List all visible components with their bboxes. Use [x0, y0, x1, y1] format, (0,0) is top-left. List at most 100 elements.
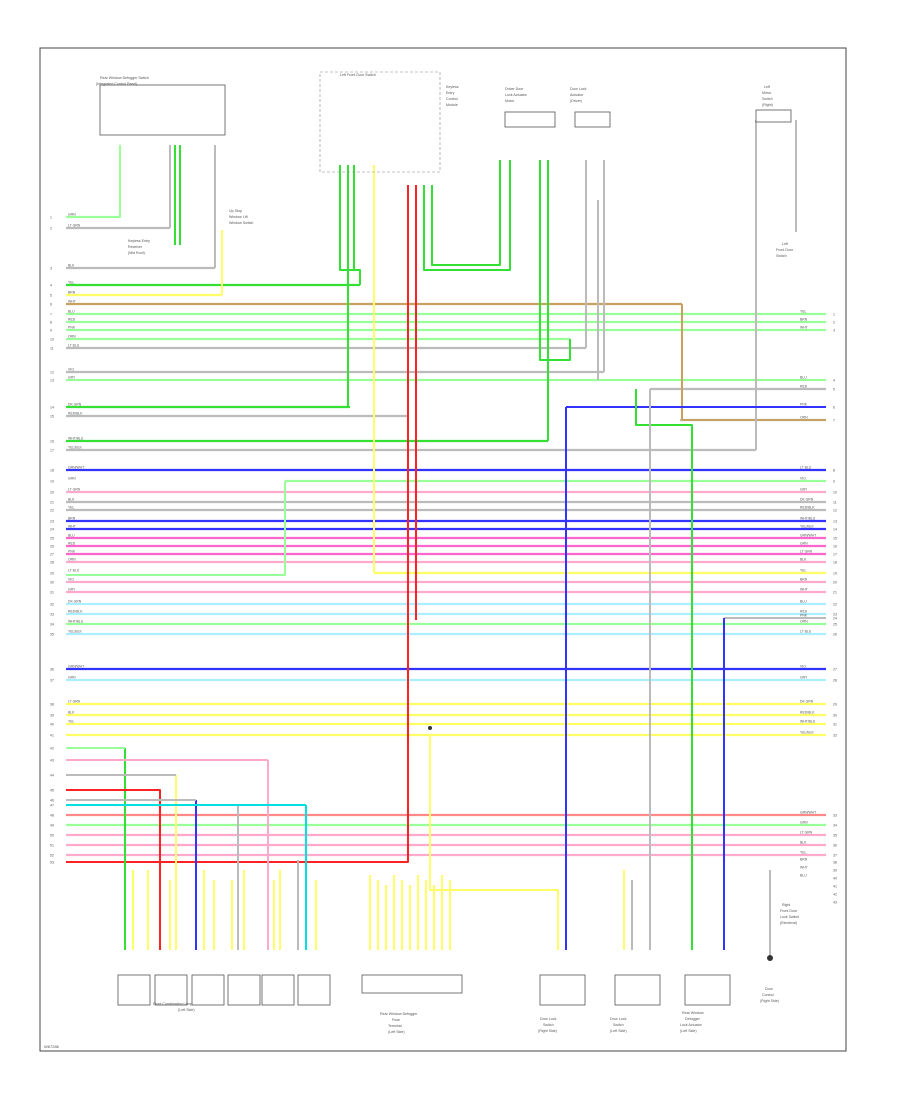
pin-number-left: 10 — [50, 338, 54, 342]
switch-housing — [319, 71, 441, 173]
pin-number-right: 5 — [833, 388, 835, 392]
bottom-label-8: Switch — [543, 1023, 554, 1027]
bottom-label-15: Lock Actuator — [680, 1023, 703, 1027]
center-block-label-4: Module — [446, 103, 458, 107]
pin-number-left: 4 — [50, 284, 52, 288]
small-label-3: Window Switch — [229, 221, 253, 225]
bottom-label-12: (Left Side) — [610, 1029, 627, 1033]
wire-color-tag: YEL — [68, 281, 75, 285]
wire-color-tag: RED/BLK — [68, 610, 83, 614]
wire-color-tag: ORN — [800, 416, 808, 420]
pin-number-right: 26 — [833, 633, 837, 637]
door-label-1: Door Lock — [570, 87, 587, 91]
wire — [66, 145, 121, 218]
receiver-label-1: Keyless Entry — [128, 239, 150, 243]
small-label-2: Window Lift — [229, 215, 248, 219]
pin-number-left: 19 — [50, 480, 54, 484]
wire-color-tag: WHT/BLU — [800, 517, 816, 521]
pin-number-left: 1 — [50, 216, 52, 220]
connector-5 — [261, 974, 295, 1006]
wire-color-tag: GRY — [68, 376, 76, 380]
wire — [539, 160, 571, 361]
pin-number-left: 39 — [50, 714, 54, 718]
wire-color-tag: YEL/BLK — [68, 630, 82, 634]
pin-number-left: 31 — [50, 591, 54, 595]
bottom-label-13: Rear Window — [682, 1011, 704, 1015]
wire-color-tag: WHT/BLU — [68, 437, 84, 441]
door-switch-right — [539, 974, 586, 1006]
wire-color-tag: BRN — [800, 858, 808, 862]
pin-number-left: 13 — [50, 379, 54, 383]
receiver-label-3: (Mid Roof) — [128, 251, 145, 255]
wire-color-tag: LT GRN — [68, 488, 81, 492]
pin-number-left: 52 — [50, 854, 54, 858]
bottom-label-1: Front Combination Lamp — [153, 1002, 193, 1006]
wire-layer — [66, 120, 826, 955]
pin-number-right: 29 — [833, 703, 837, 707]
pin-number-left: 22 — [50, 509, 54, 513]
pin-number-right: 7 — [833, 419, 835, 423]
wire-color-tag: RED/BLK — [800, 506, 815, 510]
pin-number-right: 22 — [833, 603, 837, 607]
wire-color-tag: GRN/WHT — [800, 534, 816, 538]
wire-color-tag: VIO — [800, 477, 806, 481]
pin-number-left: 18 — [50, 469, 54, 473]
pin-number-left: 7 — [50, 313, 52, 317]
pin-number-right: 25 — [833, 623, 837, 627]
pin-number-right: 12 — [833, 509, 837, 513]
ecm-label-2: Lock Actuator — [505, 93, 528, 97]
wire-color-tag: GRN/WHT — [800, 811, 816, 815]
door-switch-left — [614, 974, 661, 1006]
wire-color-tag: LT BLU — [800, 630, 812, 634]
switch-label: Rear Window Defogger Switch — [100, 76, 149, 80]
wire-color-tag: GRN — [68, 213, 76, 217]
wire-color-tag: GRN — [800, 542, 808, 546]
wire-color-tag: YEL — [800, 851, 807, 855]
pin-number-right: 19 — [833, 572, 837, 576]
right-top-label-7: Switch — [776, 254, 787, 258]
pin-number-right: 36 — [833, 844, 837, 848]
wire-color-tag: GRN/WHT — [68, 466, 84, 470]
pin-number-left: 53 — [50, 861, 54, 865]
receiver-label-2: Receiver — [128, 245, 143, 249]
small-label-1: Up Stop — [229, 209, 242, 213]
wire-color-tag: WHT — [800, 866, 808, 870]
wire-color-tag: WHT/BLU — [68, 620, 84, 624]
pin-number-left: 37 — [50, 679, 54, 683]
pin-number-left: 28 — [50, 561, 54, 565]
wire — [429, 735, 559, 950]
bottom-label-2: (Left Side) — [178, 1008, 195, 1012]
pin-number-left: 48 — [50, 814, 54, 818]
wire-color-tag: LT BLU — [800, 466, 812, 470]
connector-6 — [297, 974, 331, 1006]
wire-color-tag: VIO — [800, 665, 806, 669]
pin-number-left: 46 — [50, 799, 54, 803]
right-top-label-5: Left — [782, 242, 788, 246]
pin-number-left: 32 — [50, 603, 54, 607]
wire-color-tag: BRN — [68, 517, 76, 521]
wire-color-tag: BRN — [800, 318, 808, 322]
pin-number-right: 33 — [833, 814, 837, 818]
pin-number-right: 6 — [833, 406, 835, 410]
bottom-label-5: Terminal — [388, 1024, 402, 1028]
wire-color-tag: ORN — [68, 335, 76, 339]
pin-number-left: 5 — [50, 294, 52, 298]
wire-color-tag: DK GRN — [68, 600, 82, 604]
wire-color-tag: BLU — [68, 310, 75, 314]
fuse-terminal — [361, 974, 463, 994]
pin-number-right: 27 — [833, 668, 837, 672]
wire-color-tag: RED — [800, 610, 808, 614]
pin-number-left: 44 — [50, 774, 54, 778]
wire-color-tag: BRN — [68, 291, 76, 295]
ground-point — [767, 955, 773, 961]
door-label-3: (Driver) — [570, 99, 582, 103]
wire-color-tag: BLU — [68, 534, 75, 538]
pin-number-left: 30 — [50, 581, 54, 585]
bottom-label-16: (Left Side) — [680, 1029, 697, 1033]
wire-color-tag: PNK — [68, 550, 76, 554]
right-top-label-4: (Right) — [762, 103, 773, 107]
wire-color-tag: RED — [800, 385, 808, 389]
wire — [66, 185, 409, 863]
pin-number-left: 51 — [50, 844, 54, 848]
bottom-label-18: Control — [762, 993, 774, 997]
